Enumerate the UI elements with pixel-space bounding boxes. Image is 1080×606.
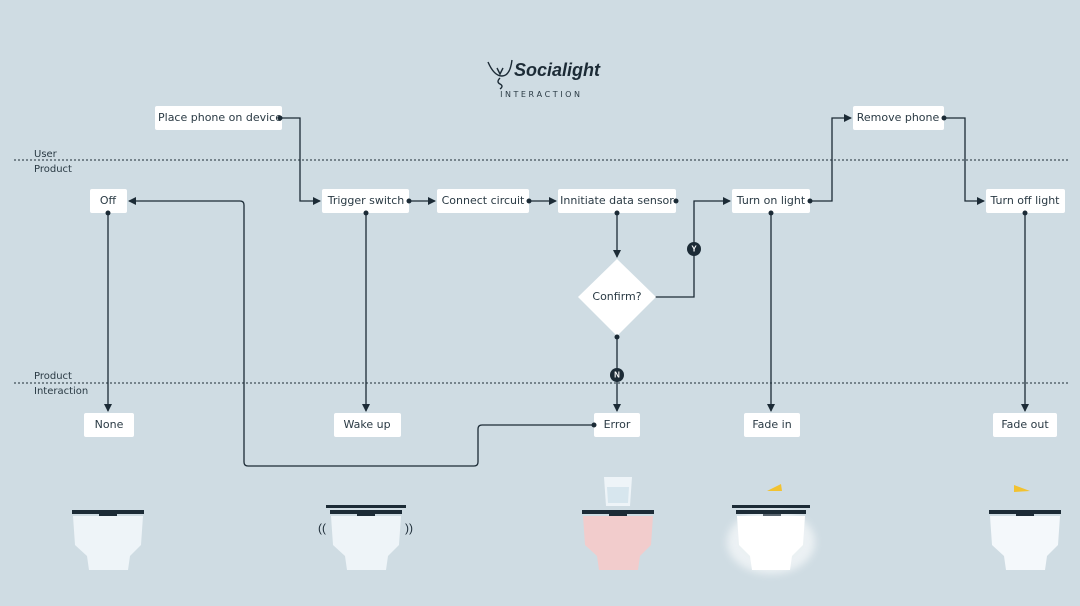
no-badge: N (610, 368, 624, 382)
svg-text:Innitiate data sensor: Innitiate data sensor (560, 194, 674, 207)
lane-label-user: User (34, 149, 58, 160)
node-wake-up: Wake up (334, 413, 401, 437)
svg-text:Place phone on device: Place phone on device (158, 111, 282, 124)
node-none: None (84, 413, 134, 437)
light-indicator-icon (767, 484, 782, 491)
edge-turnon-to-remove (810, 114, 852, 202)
node-fade-in: Fade in (744, 413, 800, 437)
device-error-illustration (582, 477, 654, 570)
svg-text:None: None (95, 418, 124, 431)
node-initiate-sensor: Innitiate data sensor (558, 189, 676, 213)
brand-name: Socialight (514, 60, 601, 80)
svg-text:Trigger switch: Trigger switch (327, 194, 405, 207)
node-place-phone: Place phone on device (155, 106, 282, 130)
edges (104, 114, 1029, 467)
lane-label-product: Product (34, 371, 72, 382)
lane-label-product: Product (34, 164, 72, 175)
lane-label-interaction: Interaction (34, 386, 88, 397)
logo-bulb-icon (487, 59, 513, 90)
node-remove-phone: Remove phone (853, 106, 944, 130)
edge-error-to-off (128, 197, 594, 467)
node-turn-off-light: Turn off light (986, 189, 1065, 213)
node-connect-circuit: Connect circuit (437, 189, 529, 213)
node-fade-out: Fade out (993, 413, 1057, 437)
svg-text:Confirm?: Confirm? (592, 290, 641, 303)
connector-dots (105, 115, 1028, 428)
svg-text:Wake up: Wake up (343, 418, 390, 431)
svg-text:Turn on light: Turn on light (736, 194, 806, 207)
svg-text:Connect circuit: Connect circuit (442, 194, 525, 207)
device-fadeout-illustration (989, 485, 1061, 570)
svg-text:N: N (614, 371, 620, 380)
node-trigger-switch: Trigger switch (322, 189, 409, 213)
svg-text:Turn off light: Turn off light (989, 194, 1060, 207)
vibration-right-icon: )) (405, 521, 413, 535)
light-indicator-icon (1014, 485, 1030, 492)
brand-subtitle: I N T E R A C T I O N (500, 90, 580, 99)
node-error: Error (594, 413, 640, 437)
svg-text:Fade in: Fade in (752, 418, 791, 431)
socialight-logo: Socialight I N T E R A C T I O N (487, 59, 601, 99)
edge-place-to-trigger (280, 117, 321, 205)
device-off-illustration (72, 510, 144, 570)
svg-text:Off: Off (100, 194, 117, 207)
vibration-left-icon: (( (318, 521, 326, 535)
edge-remove-to-turnoff (944, 117, 985, 205)
device-fadein-illustration (727, 484, 815, 574)
svg-text:Fade out: Fade out (1001, 418, 1049, 431)
svg-text:Y: Y (691, 245, 697, 254)
svg-text:Remove phone: Remove phone (857, 111, 940, 124)
svg-text:Error: Error (604, 418, 631, 431)
node-off: Off (90, 189, 127, 213)
node-confirm-decision: Confirm? (578, 259, 656, 336)
yes-badge: Y (687, 242, 701, 256)
node-turn-on-light: Turn on light (732, 189, 810, 213)
device-wakeup-illustration: (( )) (318, 505, 413, 570)
